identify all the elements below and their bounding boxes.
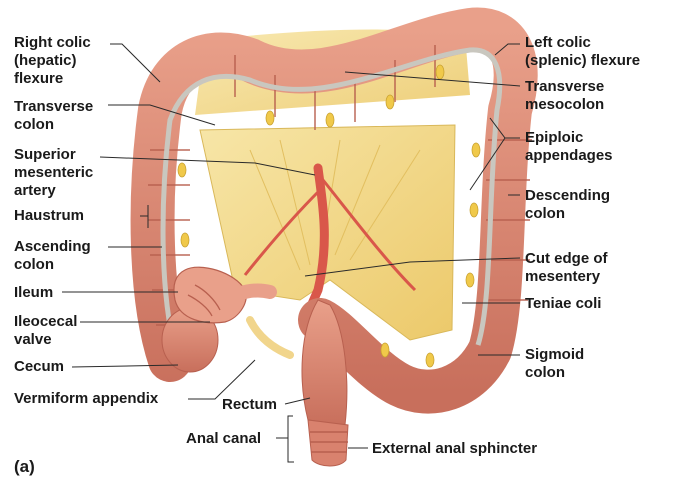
label-left-colic-flexure: Left colic (splenic) flexure bbox=[525, 34, 641, 69]
label-haustrum: Haustrum bbox=[14, 207, 85, 224]
label-ileum: Ileum bbox=[14, 284, 54, 301]
panel-label: (a) bbox=[14, 457, 35, 476]
label-sigmoid-colon: Sigmoid colon bbox=[525, 346, 585, 381]
label-cecum: Cecum bbox=[14, 358, 65, 375]
label-ascending-colon: Ascending colon bbox=[14, 238, 91, 273]
label-transverse-mesocolon: Transverse mesocolon bbox=[525, 78, 605, 113]
rectum bbox=[301, 299, 349, 467]
label-epiploic-appendages: Epiploic appendages bbox=[525, 129, 613, 164]
label-anal-canal: Anal canal bbox=[186, 430, 262, 447]
label-teniae-coli: Teniae coli bbox=[525, 295, 602, 312]
label-superior-mesenteric-artery: Superior mesenteric artery bbox=[14, 146, 94, 199]
label-descending-colon: Descending colon bbox=[525, 187, 611, 222]
cecum-ileum bbox=[161, 266, 294, 373]
label-transverse-colon: Transverse colon bbox=[14, 98, 94, 133]
colon bbox=[130, 7, 538, 414]
label-external-anal-sphincter: External anal sphincter bbox=[372, 440, 538, 457]
leader-lines bbox=[62, 43, 521, 463]
label-cut-edge-of-mesentery: Cut edge of mesentery bbox=[525, 250, 608, 285]
label-rectum: Rectum bbox=[222, 396, 278, 413]
label-right-colic-flexure: Right colic (hepatic) flexure bbox=[14, 34, 91, 87]
label-ileocecal-valve: Ileocecal valve bbox=[14, 313, 78, 348]
superior-mesenteric-artery bbox=[243, 163, 417, 325]
label-vermiform-appendix: Vermiform appendix bbox=[14, 390, 159, 407]
